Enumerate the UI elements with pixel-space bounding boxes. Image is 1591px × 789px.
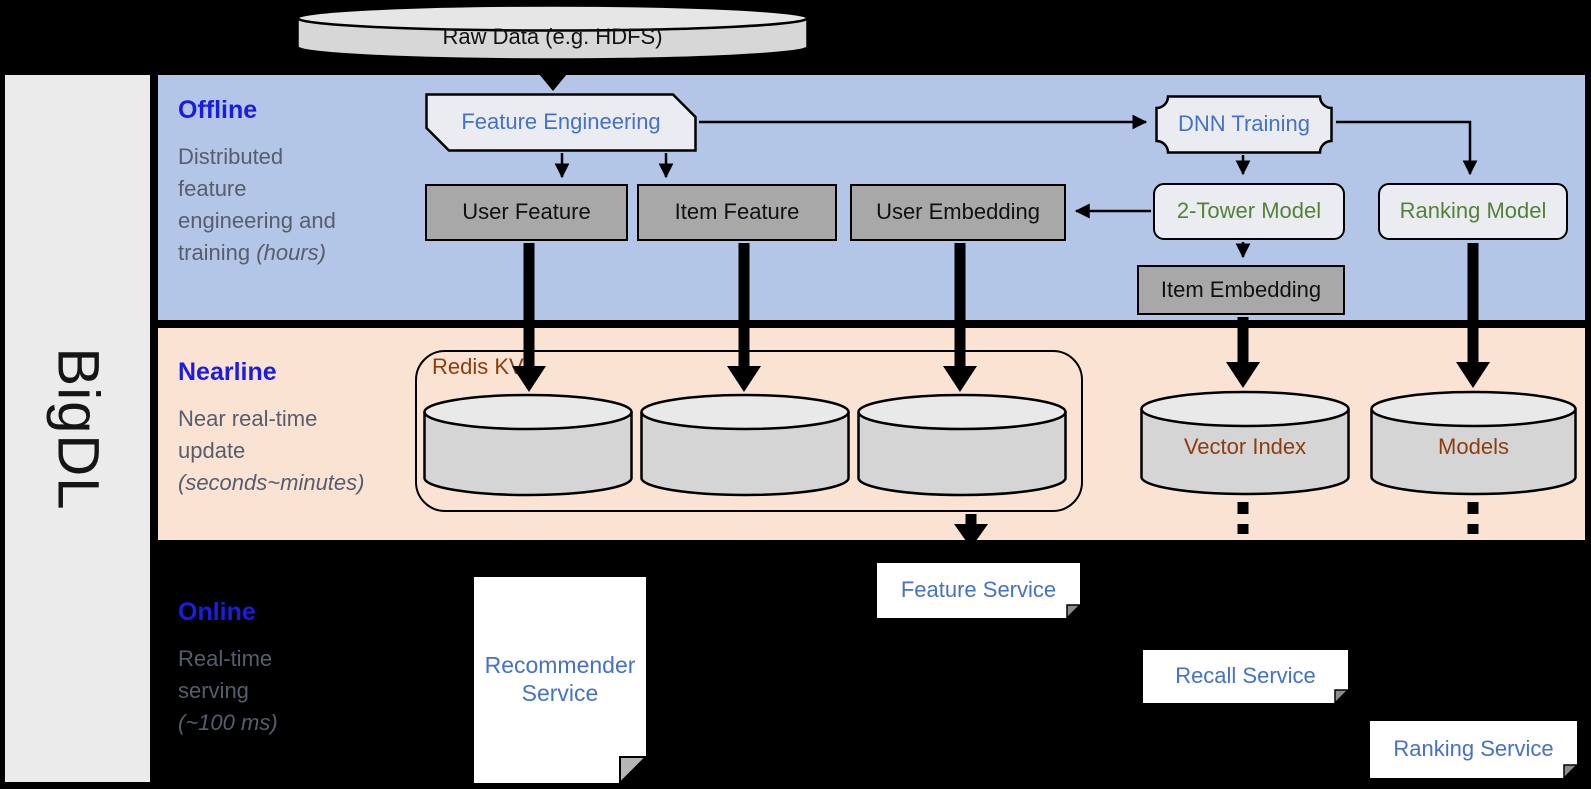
ranking-service-label: Ranking Service: [1393, 736, 1554, 762]
dnn-training-node: DNN Training: [1155, 95, 1333, 154]
item-embedding-label: Item Embedding: [1160, 276, 1322, 302]
ranking-model-label: Ranking Model: [1399, 198, 1547, 224]
user-embedding-node: User Embedding: [850, 184, 1066, 241]
user-embedding-label: User Embedding: [876, 199, 1040, 225]
offline-title: Offline: [178, 96, 258, 124]
item-embedding-node: Item Embedding: [1137, 265, 1345, 315]
recall-service-label: Recall Service: [1175, 663, 1316, 689]
document-shape: [1143, 650, 1348, 703]
user-feature-node: User Feature: [425, 184, 628, 241]
two-tower-model-node: 2-Tower Model: [1153, 183, 1345, 240]
models-label: Models: [1438, 434, 1509, 459]
cut-corner-shape: [425, 93, 697, 152]
bigdl-logo: BigDL: [45, 347, 110, 510]
feature-engineering-node: Feature Engineering: [425, 93, 697, 152]
bigdl-sidebar: BigDL: [5, 75, 150, 782]
raw-data-cylinder: Raw Data (e.g. HDFS): [295, 4, 810, 62]
vector-index-label: Vector Index: [1183, 434, 1307, 459]
ranking-service-node: Ranking Service: [1370, 721, 1577, 778]
document-shape: [474, 577, 646, 783]
models-cylinder: Models: [1370, 390, 1577, 496]
nearline-section-label: Nearline Near real-time update (seconds~…: [178, 358, 373, 499]
item-feature-label: Item Feature: [674, 199, 800, 225]
cylinder-shape: [640, 393, 850, 497]
two-tower-model-label: 2-Tower Model: [1176, 198, 1322, 224]
cylinder-shape: [1370, 390, 1577, 496]
offline-section-label: Offline Distributed feature engineering …: [178, 96, 353, 269]
online-section-label: Online Real-time serving (~100 ms): [178, 598, 300, 739]
redis-cylinder-2: [640, 393, 850, 497]
cylinder-shape: [296, 4, 809, 61]
vector-index-cylinder: Vector Index: [1140, 390, 1350, 496]
document-shape: [877, 563, 1080, 618]
nearline-title: Nearline: [178, 358, 277, 386]
cylinder-shape: [423, 393, 633, 497]
plaque-shape: [1155, 95, 1333, 154]
feature-service-label: Feature Service: [900, 577, 1057, 603]
feature-service-node: Feature Service: [877, 563, 1080, 618]
nearline-description: Near real-time update (seconds~minutes): [178, 406, 365, 495]
user-feature-label: User Feature: [462, 199, 591, 225]
document-shape: [1370, 721, 1577, 778]
recall-service-node: Recall Service: [1143, 650, 1348, 703]
item-feature-node: Item Feature: [637, 184, 837, 241]
cylinder-shape: [1140, 390, 1350, 496]
feature-engineering-label: Feature Engineering: [461, 109, 661, 135]
raw-data-label: Raw Data (e.g. HDFS): [442, 23, 663, 49]
online-title: Online: [178, 598, 256, 626]
online-description: Real-time serving (~100 ms): [178, 646, 278, 735]
redis-cylinder-3: [857, 393, 1067, 497]
recommender-service-label: Recommender Service: [484, 652, 636, 706]
redis-kv-label: Redis KV: [432, 354, 524, 379]
redis-cylinder-1: [423, 393, 633, 497]
ranking-model-node: Ranking Model: [1378, 183, 1568, 240]
recommender-service-node: Recommender Service: [474, 577, 646, 783]
dnn-training-label: DNN Training: [1177, 111, 1311, 137]
offline-description: Distributed feature engineering and trai…: [178, 144, 336, 265]
cylinder-shape: [857, 393, 1067, 497]
